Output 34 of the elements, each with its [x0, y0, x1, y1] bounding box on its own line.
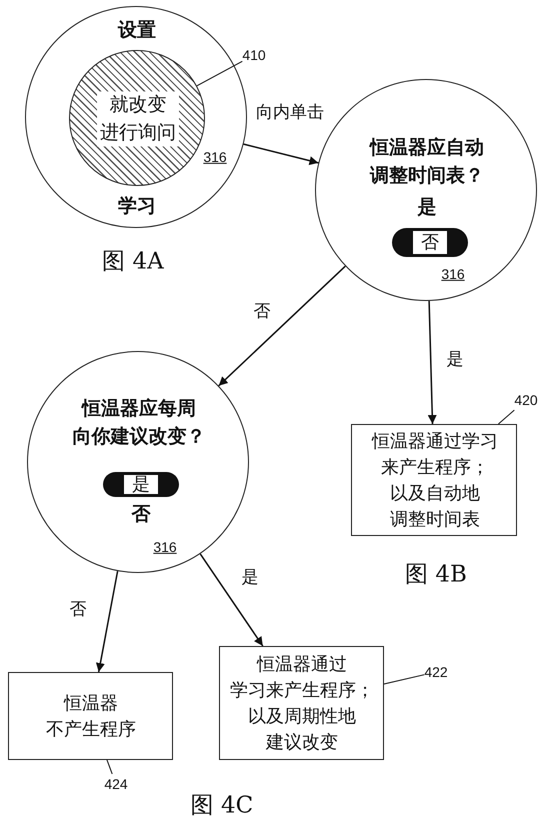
arrow [243, 143, 319, 166]
reference-number: 316 [153, 538, 177, 557]
process-box [8, 672, 173, 760]
figure-label: 图 4C [190, 791, 254, 820]
reference-number: 316 [203, 148, 227, 167]
question-text: 恒温器应自动调整时间表？ [370, 135, 484, 188]
option-label: 是 [418, 195, 436, 220]
arrow [218, 266, 346, 386]
menu-label: 学习 [118, 194, 156, 220]
arrow [428, 300, 437, 424]
box-text: 恒温器通过学习来产生程序；以及自动地调整时间表 [372, 430, 498, 532]
toggle-switch: 是 [103, 472, 179, 497]
leader-line [106, 760, 113, 774]
arrow [96, 570, 118, 672]
toggle-switch: 否 [392, 228, 468, 257]
menu-label: 设置 [118, 18, 156, 44]
option-label: 否 [132, 502, 150, 528]
reference-number: 420 [514, 390, 538, 410]
reference-number: 422 [424, 662, 448, 682]
leader-line [196, 60, 243, 86]
figure-label: 图 4B [405, 560, 467, 590]
reference-number: 424 [104, 774, 128, 794]
question-text: 恒温器应每周向你建议改变？ [72, 396, 206, 449]
prompt-text: 就改变进行询问 [97, 91, 179, 147]
process-box [219, 646, 384, 760]
leader-line [384, 674, 425, 684]
process-box [351, 424, 517, 536]
figure-label: 图 4A [102, 247, 164, 276]
leader-line [498, 410, 515, 424]
reference-number: 316 [441, 264, 465, 284]
arrow [200, 553, 264, 646]
box-text: 恒温器通过学习来产生程序；以及周期性地建议改变 [230, 652, 374, 756]
reference-number: 410 [242, 44, 266, 66]
box-text: 恒温器不产生程序 [46, 692, 136, 742]
